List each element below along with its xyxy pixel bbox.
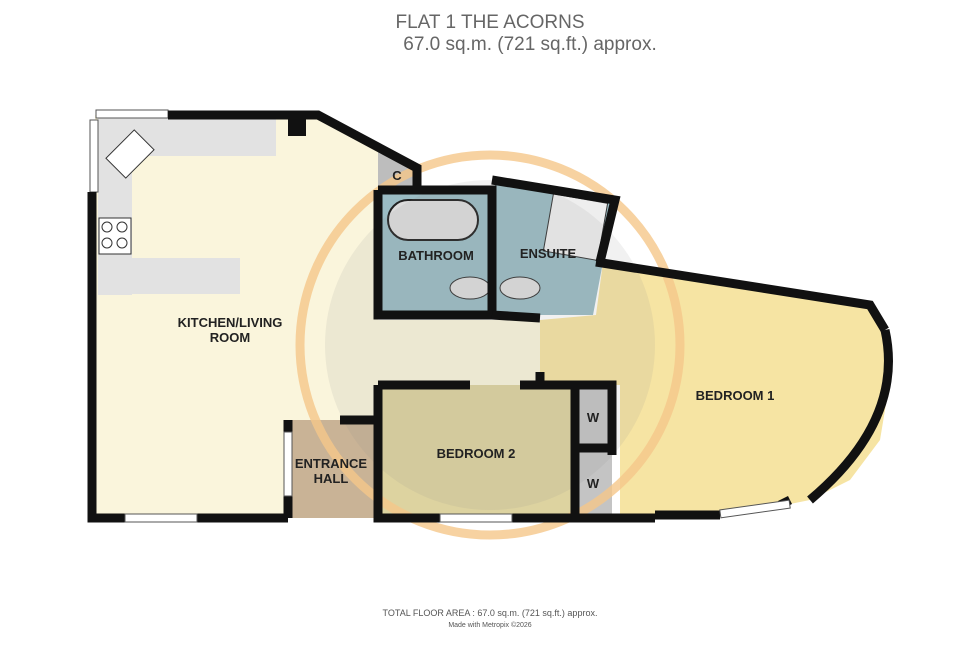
label-cupboard: C	[392, 168, 402, 183]
label-ensuite: ENSUITE	[520, 246, 577, 261]
walls	[87, 110, 893, 523]
label-hall-2: HALL	[314, 471, 349, 486]
window-bottom-bed2	[439, 513, 513, 523]
label-bathroom: BATHROOM	[398, 248, 474, 263]
window-top	[95, 109, 169, 119]
sink-icon	[105, 129, 155, 179]
entrance-hall	[288, 420, 375, 518]
hob-rings	[101, 221, 128, 249]
label-kitchen-1: KITCHEN/LIVING	[178, 315, 283, 330]
label-hall-1: ENTRANCE	[295, 456, 368, 471]
label-wardrobe-1: W	[587, 410, 600, 425]
wardrobe-1	[575, 388, 612, 445]
ensuite-toilet-icon	[499, 276, 541, 300]
kitchen-island	[98, 258, 240, 294]
watermark-ring	[295, 150, 685, 540]
label-wardrobe-2: W	[587, 476, 600, 491]
label-kitchen-2: ROOM	[210, 330, 250, 345]
plan-area: 67.0 sq.m. (721 sq.ft.) approx.	[403, 34, 657, 55]
window-bed1	[719, 499, 791, 519]
plan-title: FLAT 1 THE ACORNS	[395, 12, 585, 33]
bath-icon	[387, 199, 479, 241]
credit: Made with Metropix ©2026	[448, 622, 532, 629]
total-floor-area: TOTAL FLOOR AREA : 67.0 sq.m. (721 sq.ft…	[382, 608, 598, 618]
kitchen-living-room	[95, 115, 540, 518]
label-bedroom-1: BEDROOM 1	[696, 388, 775, 403]
window-hall	[283, 431, 293, 497]
bedroom-1	[540, 262, 890, 515]
label-bedroom-2: BEDROOM 2	[437, 446, 516, 461]
chimney-block	[288, 118, 306, 136]
bedroom-2	[378, 385, 575, 515]
window-bottom-kitchen	[124, 513, 198, 523]
window-left	[89, 119, 99, 193]
